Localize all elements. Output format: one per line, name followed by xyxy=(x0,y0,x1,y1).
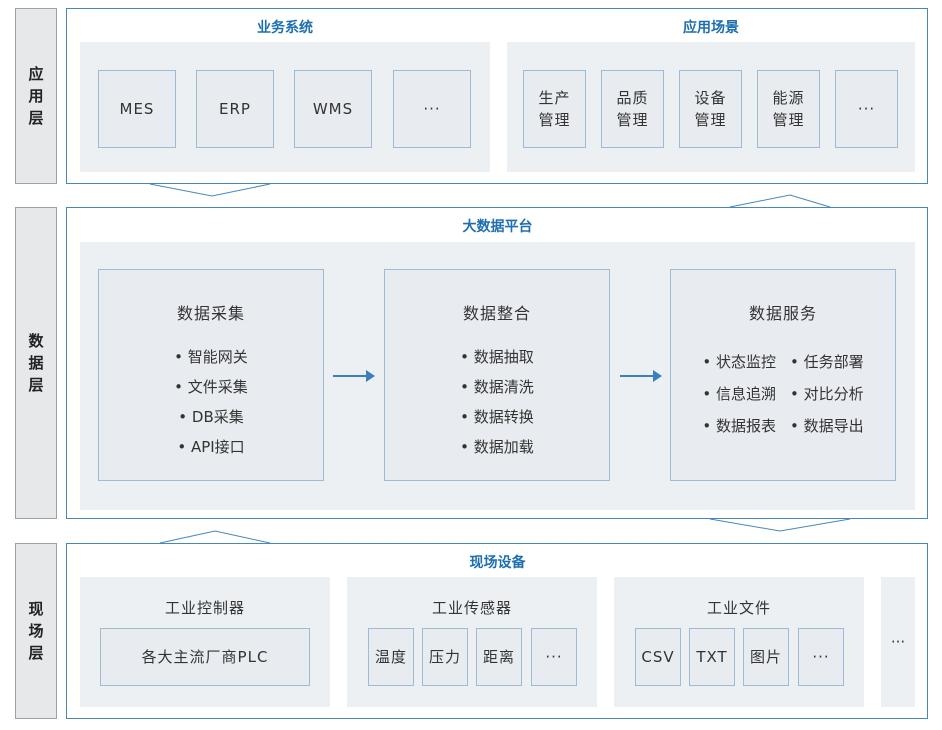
data-service-list: 状态监控 任务部署 信息追溯 对比分析 数据报表 数据导出 xyxy=(671,346,895,442)
data-integration-list: 数据抽取 数据清洗 数据转换 数据加载 xyxy=(385,342,609,462)
list-item: 数据导出 xyxy=(790,410,864,442)
industrial-controller-title: 工业控制器 xyxy=(164,599,245,617)
business-item-erp: ERP xyxy=(196,70,274,148)
business-systems-title: 业务系统 xyxy=(257,20,313,36)
data-service-title: 数据服务 xyxy=(748,304,817,323)
business-item-more: ··· xyxy=(393,70,471,148)
data-collection-list: 智能网关 文件采集 DB采集 API接口 xyxy=(99,342,323,462)
sensor-item-pressure: 压力 xyxy=(422,628,468,686)
list-item: 智能网关 xyxy=(99,342,323,372)
scenario-item-more: ··· xyxy=(835,70,898,148)
controller-item-plc: 各大主流厂商PLC xyxy=(100,628,310,686)
sensor-item-more: ··· xyxy=(531,628,577,686)
data-service-card: 数据服务 状态监控 任务部署 信息追溯 对比分析 数据报表 数据导出 xyxy=(670,269,896,481)
list-item: 数据报表 xyxy=(702,410,776,442)
scenario-item-production: 生产管理 xyxy=(523,70,586,148)
layer-label-application: 应用层 xyxy=(15,8,57,184)
connector-app-down xyxy=(149,183,271,197)
field-more-panel: ··· xyxy=(881,577,915,707)
connector-field-up xyxy=(159,530,271,544)
application-scenarios-title: 应用场景 xyxy=(683,20,739,36)
file-item-more: ··· xyxy=(798,628,844,686)
list-item: 数据清洗 xyxy=(385,372,609,402)
industrial-sensor-title: 工业传感器 xyxy=(431,599,512,617)
industrial-file-title: 工业文件 xyxy=(706,599,771,617)
data-integration-card: 数据整合 数据抽取 数据清洗 数据转换 数据加载 xyxy=(384,269,610,481)
list-item: DB采集 xyxy=(99,402,323,432)
data-collection-title: 数据采集 xyxy=(176,304,245,323)
list-item: 数据转换 xyxy=(385,402,609,432)
layer-label-field: 现场层 xyxy=(15,543,57,719)
big-data-platform-title: 大数据平台 xyxy=(462,219,533,235)
data-collection-card: 数据采集 智能网关 文件采集 DB采集 API接口 xyxy=(98,269,324,481)
scenario-item-quality: 品质管理 xyxy=(601,70,664,148)
arrow-integrate-to-service xyxy=(620,370,662,382)
list-item: 文件采集 xyxy=(99,372,323,402)
file-item-csv: CSV xyxy=(635,628,681,686)
scenario-item-energy: 能源管理 xyxy=(757,70,820,148)
file-item-txt: TXT xyxy=(689,628,735,686)
list-item: 数据加载 xyxy=(385,432,609,462)
list-item: 状态监控 xyxy=(702,346,776,378)
list-item: 对比分析 xyxy=(790,378,864,410)
connector-data-down xyxy=(709,518,851,532)
business-item-wms: WMS xyxy=(294,70,372,148)
list-item: API接口 xyxy=(99,432,323,462)
sensor-item-temperature: 温度 xyxy=(368,628,414,686)
file-item-image: 图片 xyxy=(743,628,789,686)
arrow-collect-to-integrate xyxy=(333,370,375,382)
field-devices-title: 现场设备 xyxy=(469,555,526,571)
list-item: 数据抽取 xyxy=(385,342,609,372)
sensor-item-distance: 距离 xyxy=(476,628,522,686)
connector-data-up xyxy=(729,194,831,208)
data-integration-title: 数据整合 xyxy=(462,304,531,323)
list-item: 信息追溯 xyxy=(702,378,776,410)
list-item: 任务部署 xyxy=(790,346,864,378)
layer-label-data: 数据层 xyxy=(15,207,57,519)
business-item-mes: MES xyxy=(98,70,176,148)
scenario-item-equipment: 设备管理 xyxy=(679,70,742,148)
